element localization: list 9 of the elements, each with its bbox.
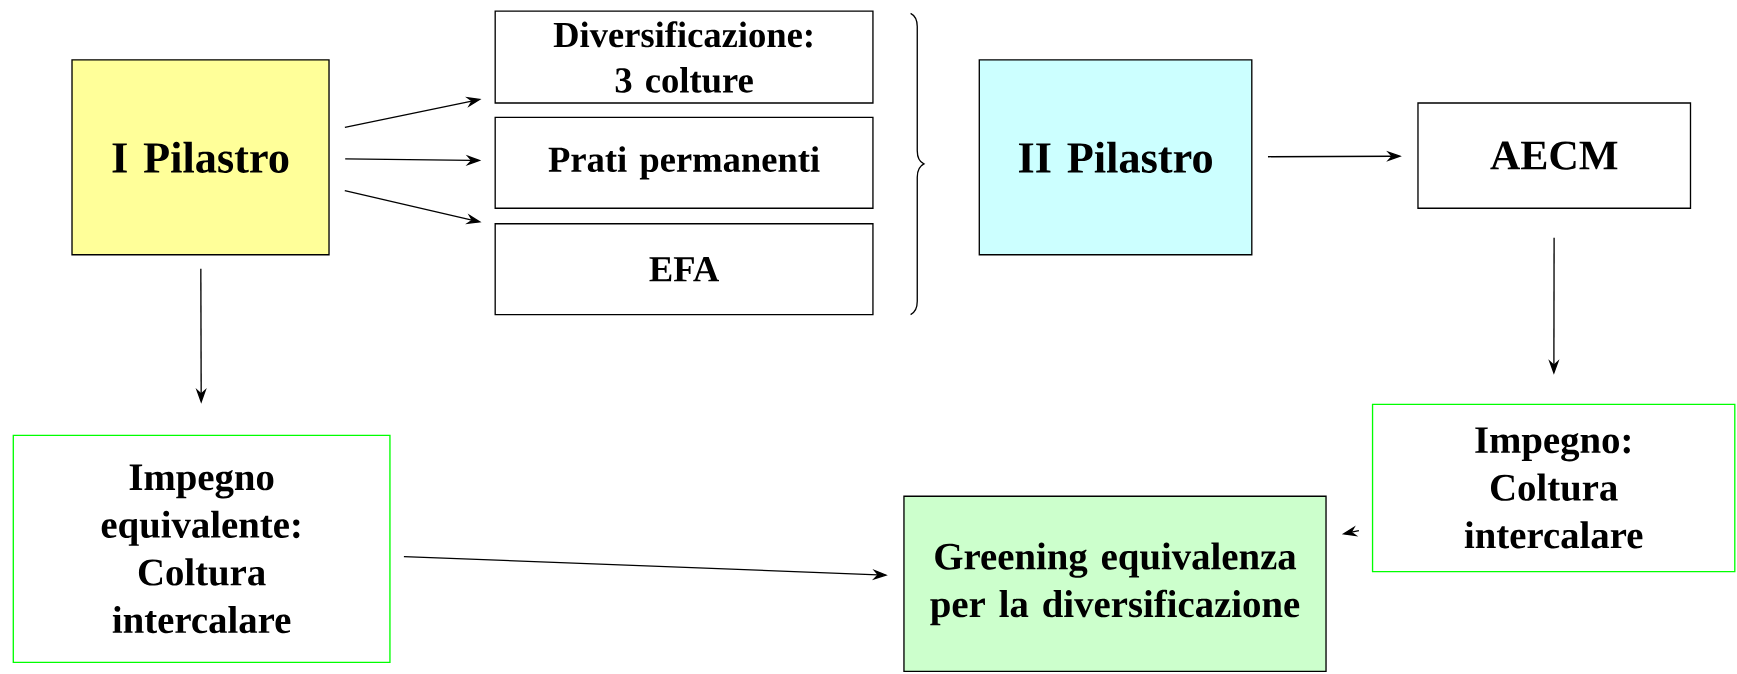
process-box: Diversificazione: 3 colture [494,10,874,104]
process-box: Impegno equivalente: Coltura intercalare [12,434,391,664]
process-box: EFA [494,223,874,316]
process-box: Greening equivalenza per la diversificazione [903,495,1327,673]
process-box: Prati permanenti [494,117,874,210]
process-box: Impegno: Coltura intercalare [1371,403,1736,573]
process-box: I Pilastro [71,59,330,256]
process-box: AECM [1417,102,1692,210]
process-box: II Pilastro [978,59,1253,256]
